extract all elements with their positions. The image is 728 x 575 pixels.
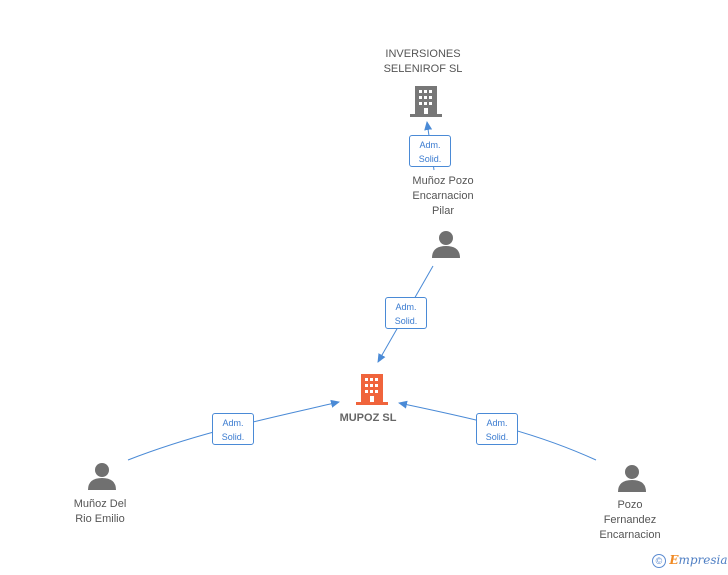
person-icon-right[interactable] <box>618 465 646 492</box>
copyright-icon: © <box>652 553 666 568</box>
building-icon-top-company[interactable] <box>410 86 442 117</box>
top-company-name-line1: INVERSIONES <box>385 48 461 60</box>
edge-badge-line1: Adm. <box>486 418 508 428</box>
edge-badge-line1: Adm. <box>419 140 441 150</box>
edge-badge-line2: Solid. <box>394 316 418 326</box>
top-company-name-line2: SELENIROF SL <box>383 63 463 75</box>
brand-initial: E <box>669 553 679 567</box>
person-left-line1: Muñoz Del <box>73 498 127 510</box>
person-label-right[interactable]: Pozo Fernandez Encarnacion <box>585 498 675 543</box>
person-right-line3: Encarnacion <box>599 529 661 541</box>
edge-badge-left[interactable]: Adm. Solid. <box>212 413 254 445</box>
person-icon-top[interactable] <box>432 231 460 258</box>
person-icon-left[interactable] <box>88 463 116 490</box>
center-company-label[interactable]: MUPOZ SL <box>328 411 408 426</box>
person-label-top[interactable]: Muñoz Pozo Encarnacion Pilar <box>393 174 493 219</box>
person-top-line1: Muñoz Pozo <box>412 175 474 187</box>
building-icon-center-company[interactable] <box>356 374 388 405</box>
person-top-line3: Pilar <box>431 205 454 217</box>
edge-badge-middle[interactable]: Adm. Solid. <box>385 297 427 329</box>
center-company-name: MUPOZ SL <box>339 412 397 424</box>
edge-badge-line2: Solid. <box>485 432 509 442</box>
edge-badge-line1: Adm. <box>222 418 244 428</box>
empresia-watermark[interactable]: © Empresia <box>652 553 728 573</box>
top-company-label[interactable]: INVERSIONES SELENIROF SL <box>372 47 474 77</box>
edge-badge-line1: Adm. <box>395 302 417 312</box>
edge-badge-right[interactable]: Adm. Solid. <box>476 413 518 445</box>
person-label-left[interactable]: Muñoz Del Rio Emilio <box>55 497 145 527</box>
person-right-line2: Fernandez <box>603 514 657 526</box>
person-left-line2: Rio Emilio <box>75 513 125 525</box>
edge-badge-line2: Solid. <box>418 154 442 164</box>
brand-name: mpresia <box>678 553 728 567</box>
person-right-line1: Pozo <box>617 499 643 511</box>
edge-badge-top[interactable]: Adm. Solid. <box>409 135 451 167</box>
edge-badge-line2: Solid. <box>221 432 245 442</box>
person-top-line2: Encarnacion <box>412 190 474 202</box>
